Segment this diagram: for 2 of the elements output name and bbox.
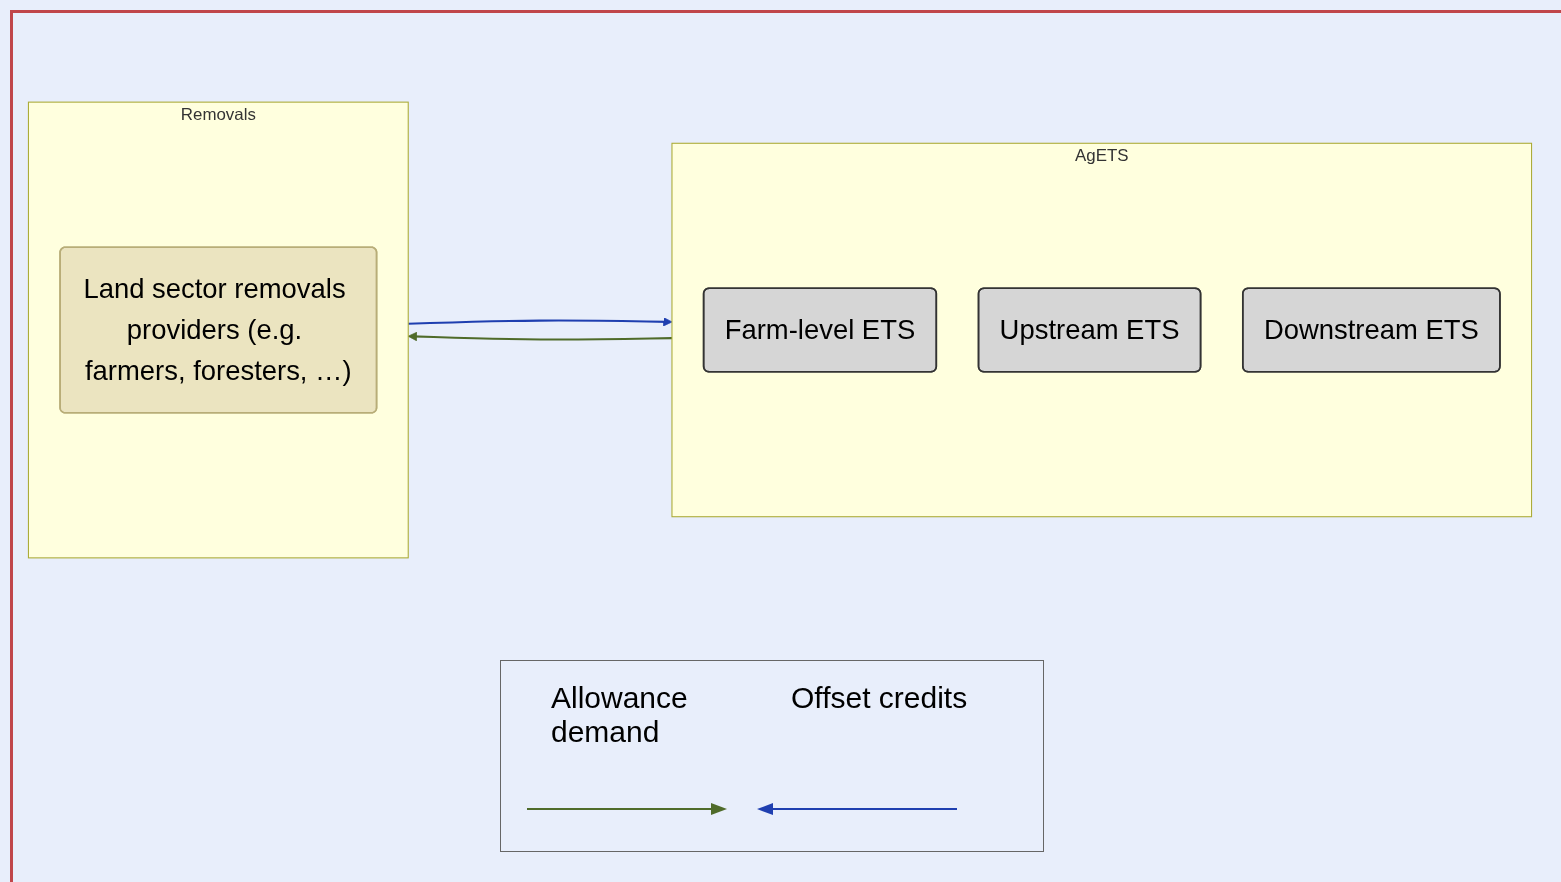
legend-text: Allowance demand [551,681,689,749]
legend-text: Offset credits [791,681,969,715]
